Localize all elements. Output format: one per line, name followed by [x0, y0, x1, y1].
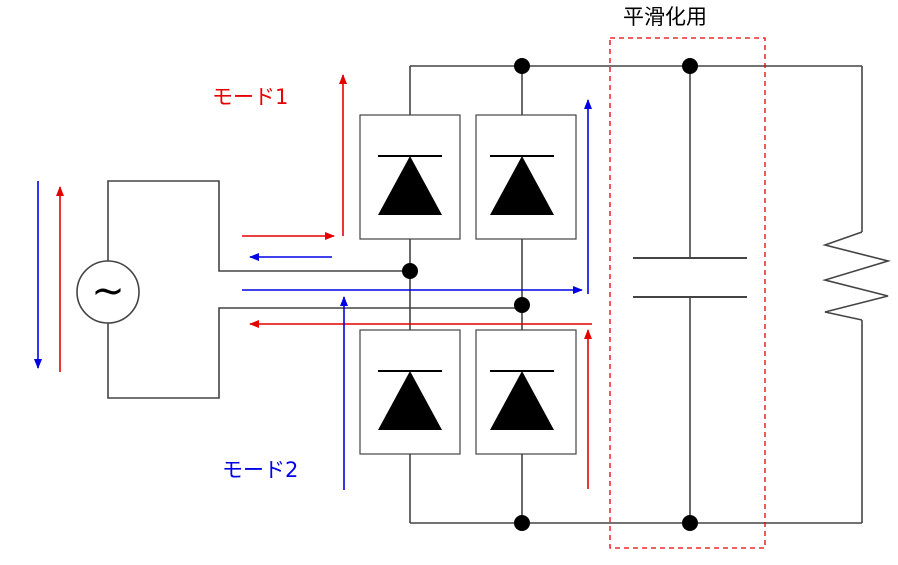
smoothing-capacitor [633, 66, 747, 523]
smoothing-label: 平滑化用 [623, 5, 707, 29]
mode2-arrows [34, 99, 592, 490]
ac-source: ~ [76, 260, 140, 324]
mode2-label: モード2 [222, 458, 299, 482]
source-wiring [107, 180, 522, 399]
diode-bottom-right [475, 329, 577, 455]
load-resistor [822, 231, 891, 321]
mode1-label: モード1 [212, 85, 289, 109]
smoothing-box [609, 37, 766, 549]
diode-top-right [475, 114, 577, 240]
junction-dots [402, 58, 698, 531]
mode1-arrows [56, 74, 592, 489]
diode-bottom-left [359, 329, 461, 455]
diode-top-left [359, 114, 461, 240]
ac-symbol: ~ [91, 268, 125, 314]
